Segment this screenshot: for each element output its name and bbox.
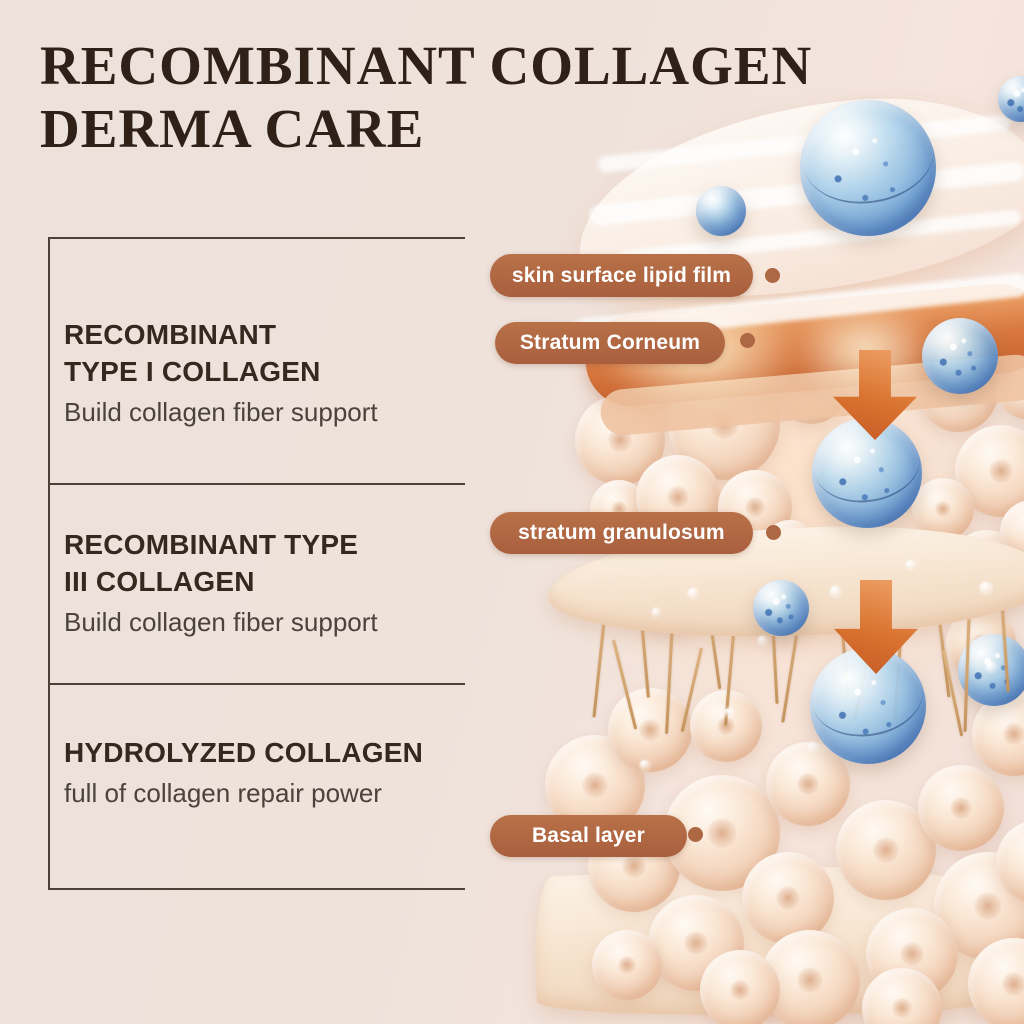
section-heading: RECOMBINANT TYPE III COLLAGEN (64, 526, 464, 600)
page-title: RECOMBINANT COLLAGEN DERMA CARE (40, 34, 812, 160)
label-stratum-granulosum: stratum granulosum (490, 512, 753, 554)
serum-droplet (696, 186, 746, 236)
serum-droplet (922, 318, 998, 394)
serum-droplet (800, 100, 936, 236)
micro-bubble (724, 708, 733, 717)
micro-bubble (986, 662, 996, 672)
serum-droplet (810, 648, 926, 764)
section-description: full of collagen repair power (64, 778, 382, 808)
heading-line: III COLLAGEN (64, 566, 255, 597)
info-section-hydrolyzed-collagen: HYDROLYZED COLLAGEN full of collagen rep… (64, 734, 464, 810)
panel-left-border (48, 237, 50, 890)
label-skin-surface-lipid-film: skin surface lipid film (490, 254, 753, 297)
heading-line: TYPE I COLLAGEN (64, 356, 321, 387)
micro-bubble (688, 588, 698, 598)
skin-cell (592, 930, 662, 1000)
heading-line: HYDROLYZED COLLAGEN (64, 737, 424, 768)
micro-bubble (830, 586, 841, 597)
skin-cell (608, 688, 692, 772)
section-description: Build collagen fiber support (64, 397, 378, 427)
label-dot-icon (766, 525, 781, 540)
label-dot-icon (765, 268, 780, 283)
section-heading: RECOMBINANT TYPE I COLLAGEN (64, 316, 464, 390)
title-line-1: RECOMBINANT COLLAGEN (40, 35, 813, 96)
micro-bubble (980, 582, 992, 594)
micro-bubble (640, 760, 650, 770)
info-section-type-iii-collagen: RECOMBINANT TYPE III COLLAGEN Build coll… (64, 526, 464, 639)
label-dot-icon (740, 333, 755, 348)
label-stratum-corneum: Stratum Corneum (495, 322, 725, 364)
panel-divider (48, 888, 465, 890)
serum-droplet (753, 580, 809, 636)
section-heading: HYDROLYZED COLLAGEN (64, 734, 464, 771)
micro-bubble (652, 608, 660, 616)
skin-cell (862, 968, 942, 1024)
skin-cell (766, 742, 850, 826)
skin-cell (918, 765, 1004, 851)
micro-bubble (808, 742, 818, 752)
micro-bubble (758, 636, 767, 645)
panel-divider (48, 483, 465, 485)
panel-divider (48, 237, 465, 239)
micro-bubble (906, 560, 915, 569)
panel-divider (48, 683, 465, 685)
serum-droplet (812, 418, 922, 528)
heading-line: RECOMBINANT (64, 319, 277, 350)
skin-cell (742, 852, 834, 944)
skin-cell (700, 950, 780, 1024)
title-line-2: DERMA CARE (40, 98, 425, 159)
info-section-type-i-collagen: RECOMBINANT TYPE I COLLAGEN Build collag… (64, 316, 464, 429)
label-dot-icon (688, 827, 703, 842)
label-basal-layer: Basal layer (490, 815, 687, 857)
section-description: Build collagen fiber support (64, 607, 378, 637)
heading-line: RECOMBINANT TYPE (64, 529, 359, 560)
